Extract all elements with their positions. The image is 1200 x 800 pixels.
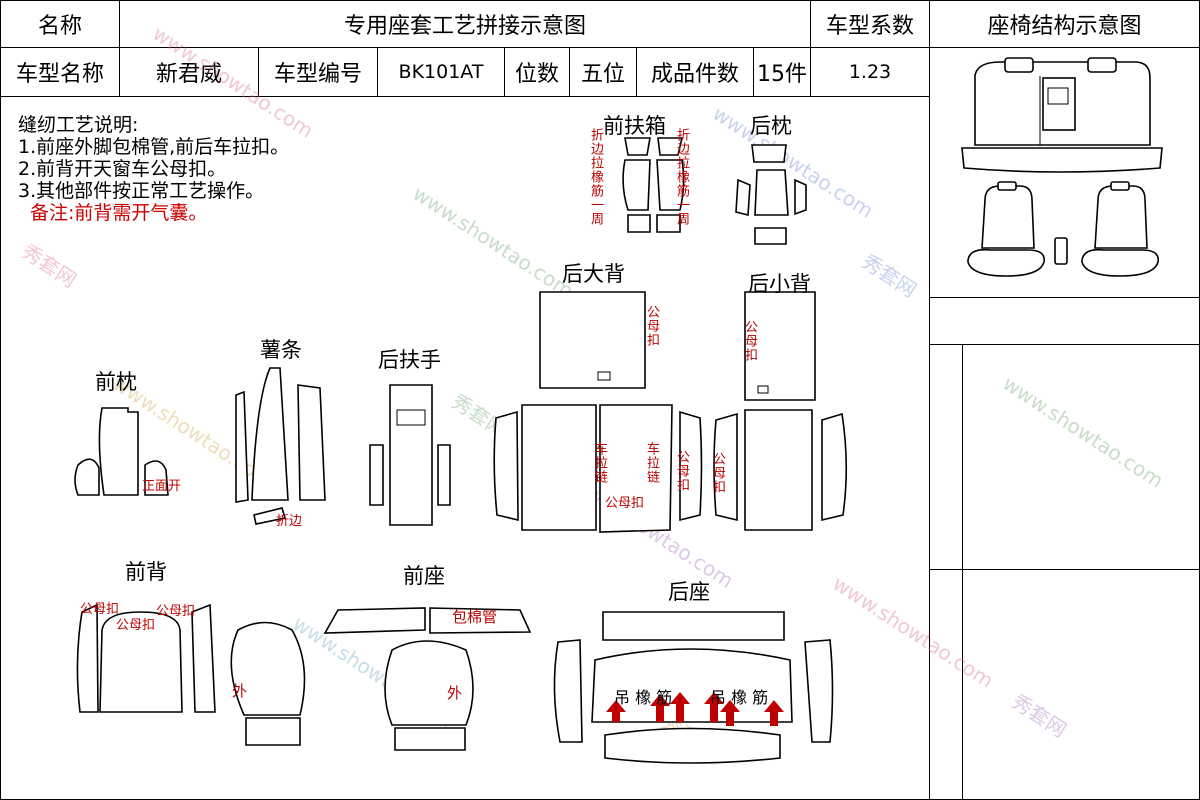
label-rear-armrest: 后扶手 — [378, 348, 441, 372]
note-snap-small-side: 公母扣 — [710, 452, 725, 494]
model-name-label: 车型名称 — [0, 47, 120, 97]
notes-line-3: 3.其他部件按正常工艺操作。 — [18, 180, 265, 202]
notes-remark: 备注:前背需开气囊。 — [30, 202, 208, 224]
note-foam-tube: 包棉管 — [452, 608, 498, 626]
note-outside-front-back: 外 — [232, 682, 248, 700]
rear-small-back-pieces — [713, 291, 848, 531]
label-front-armbox: 前扶箱 — [603, 114, 666, 138]
front-pillow-pieces — [74, 407, 169, 496]
model-code-label: 车型编号 — [258, 47, 378, 97]
rear-pillow-pieces — [735, 144, 807, 245]
label-rear-seat: 后座 — [668, 580, 710, 604]
note-front-pillow-open: 正面开 — [142, 479, 182, 494]
notes-title: 缝纫工艺说明: — [18, 114, 139, 136]
model-name-value: 新君威 — [119, 47, 259, 97]
note-snap-rear-side: 公母扣 — [674, 450, 689, 492]
note-zipper-2: 车拉链 — [644, 442, 659, 484]
sewing-notes: 缝纫工艺说明: 1.前座外脚包棉管,前后车拉扣。 2.前背开天窗车公母扣。 3.… — [18, 114, 289, 224]
label-front-seat: 前座 — [403, 564, 445, 588]
front-armbox-pieces — [622, 137, 685, 233]
header-coef-label: 车型系数 — [810, 0, 930, 48]
note-snap-center: 公母扣 — [605, 496, 645, 511]
notes-line-1: 1.前座外脚包棉管,前后车拉扣。 — [18, 136, 290, 158]
label-rear-pillow: 后枕 — [750, 114, 792, 138]
note-hang-elastic-right: 吊 橡 筋 — [710, 688, 769, 707]
note-fold-elastic-left: 折边拉橡筋一周 — [588, 128, 603, 226]
front-back-pieces — [76, 603, 306, 746]
note-fold-edge: 折边 — [276, 514, 303, 529]
note-snap-front-back-2: 公母扣 — [156, 604, 196, 619]
rear-big-back-pieces — [493, 291, 703, 533]
front-seat-pieces — [323, 607, 532, 751]
rear-seat-pieces — [553, 611, 834, 764]
rear-armrest-pieces — [369, 384, 451, 526]
seats-label: 位数 — [504, 47, 570, 97]
label-strip: 薯条 — [260, 338, 302, 362]
right-divider — [929, 344, 963, 800]
strip-pieces — [235, 367, 326, 525]
label-front-back: 前背 — [125, 560, 167, 584]
label-front-pillow: 前枕 — [95, 370, 137, 394]
label-rear-big-back: 后大背 — [562, 262, 625, 286]
note-zipper-1: 车拉链 — [592, 442, 607, 484]
seat-structure-diagram — [961, 57, 1163, 277]
note-snap-small-back: 公母扣 — [742, 320, 757, 362]
label-rear-small-back: 后小背 — [748, 272, 811, 296]
hang-elastic-arrows — [606, 692, 784, 726]
note-snap-front-back-3: 公母扣 — [116, 618, 156, 633]
note-fold-elastic-right: 折边拉橡筋一周 — [674, 128, 689, 226]
note-outside-front-seat: 外 — [447, 684, 463, 702]
note-hang-elastic-left: 吊 橡 筋 — [614, 688, 673, 707]
notes-line-2: 2.前背开天窗车公母扣。 — [18, 158, 227, 180]
note-snap-big-back: 公母扣 — [644, 305, 659, 347]
pieces-label: 成品件数 — [636, 47, 754, 97]
note-snap-front-back-1: 公母扣 — [80, 602, 120, 617]
